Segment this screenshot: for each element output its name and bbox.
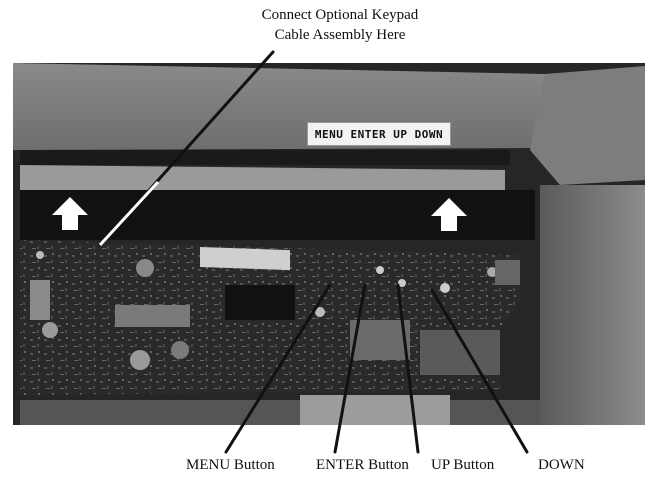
menu-button-leader-line — [224, 283, 332, 454]
keypad-callout-line-1: Connect Optional Keypad — [261, 7, 419, 23]
enclosure-base — [20, 395, 540, 425]
keypad-callout-line-2: Cable Assembly Here — [274, 27, 406, 43]
up-button-leader-line — [396, 283, 420, 454]
up-button-label: UP Button — [431, 457, 495, 473]
up-arrow-icon — [52, 197, 88, 230]
keypad-connector-callout: Connect Optional Keypad Cable Assembly H… — [200, 5, 480, 45]
down-leader-line — [430, 288, 529, 454]
down-label: DOWN — [538, 457, 585, 473]
enter-button-leader-line — [333, 283, 367, 454]
enter-button-label: ENTER Button — [316, 457, 409, 473]
button-legend-sticker: MENU ENTER UP DOWN — [307, 122, 451, 146]
keypad-connector-leader-line-highlight — [98, 180, 160, 247]
menu-button-label: MENU Button — [186, 457, 275, 473]
up-arrow-icon — [431, 198, 467, 231]
circuit-board — [20, 240, 520, 395]
